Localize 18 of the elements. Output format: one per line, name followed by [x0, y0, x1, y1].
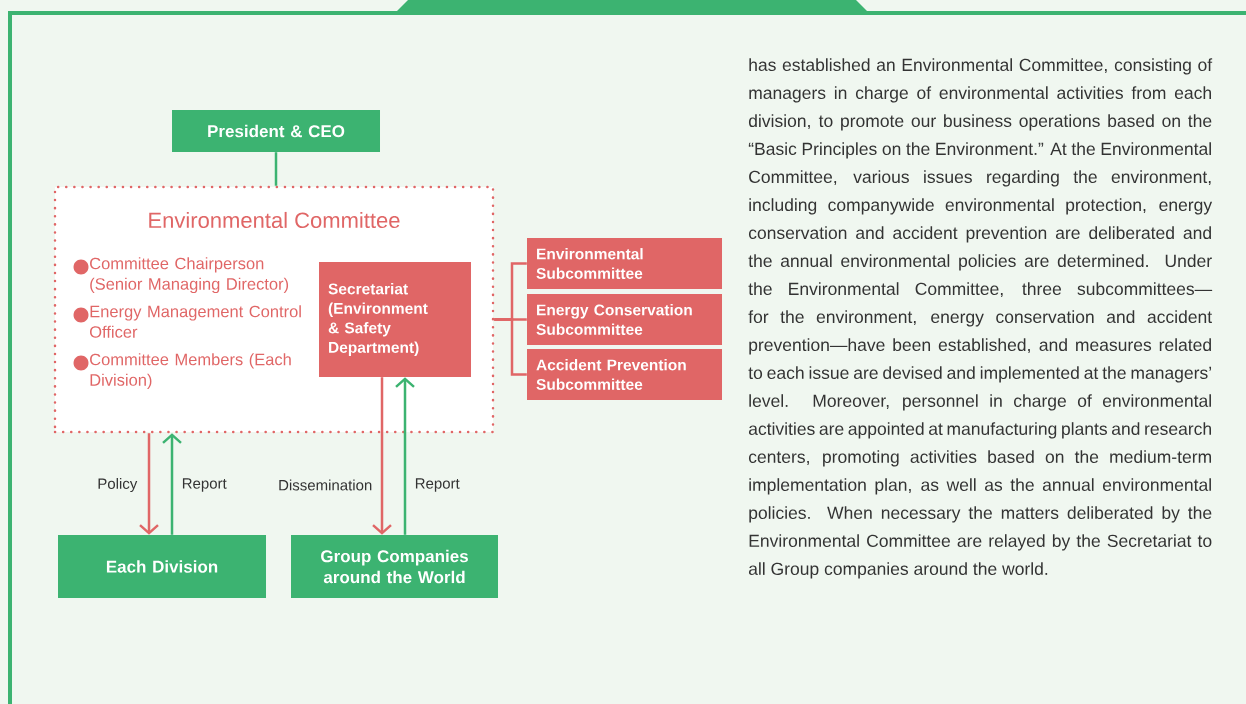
description-paragraph: has established an Environmental Committee, consisting of managers in charge of environmental activities from each division, to promote our business operations based on the “Basic Principles on the Environment.” At the Environmental Committee, various issues regarding the environment, including companywide environmental protection, energy conservation and accident prevention are deliberated and the annual environmental policies are determined. Under the Environmental Committee, three subcommittees—for the environment, energy conservation and accident prevention—have been established, and measures related to each issue are devised and implemented at the managers’ level. Moreover, personnel in charge of environmental activities are appointed at manufacturing plants and research centers, promoting activities based on the medium-term implementation plan, as well as the annual environmental policies. When necessary the matters deliberated by the Environmental Committee are relayed by the Secretariat to all Group companies around the world. — [748, 58, 1213, 579]
connector-line — [494, 318, 527, 376]
connector-line — [274, 152, 278, 186]
arrow — [395, 377, 415, 535]
committee-unit-box: Energy Conservation Subcommittee — [527, 294, 722, 345]
member-item: Committee Members (Each Division) — [73, 353, 291, 390]
committee-unit-box: Accident Prevention Subcommittee — [527, 349, 722, 400]
committee-title: Environmental Committee — [149, 211, 400, 229]
org-box: Group Companies around the World — [291, 535, 498, 598]
committee-unit-box: Environmental Subcommittee — [527, 238, 722, 289]
committee-unit-box: Secretariat (Environment & Safety Department) — [319, 262, 471, 377]
arrow — [162, 433, 182, 535]
arrow — [372, 377, 392, 535]
member-item: Committee Chairperson (Senior Managing Director) — [73, 257, 289, 294]
org-box: President & CEO — [172, 110, 380, 152]
org-box: Each Division — [58, 535, 266, 598]
member-item: Energy Management Control Officer — [73, 305, 301, 338]
arrow — [139, 433, 159, 535]
